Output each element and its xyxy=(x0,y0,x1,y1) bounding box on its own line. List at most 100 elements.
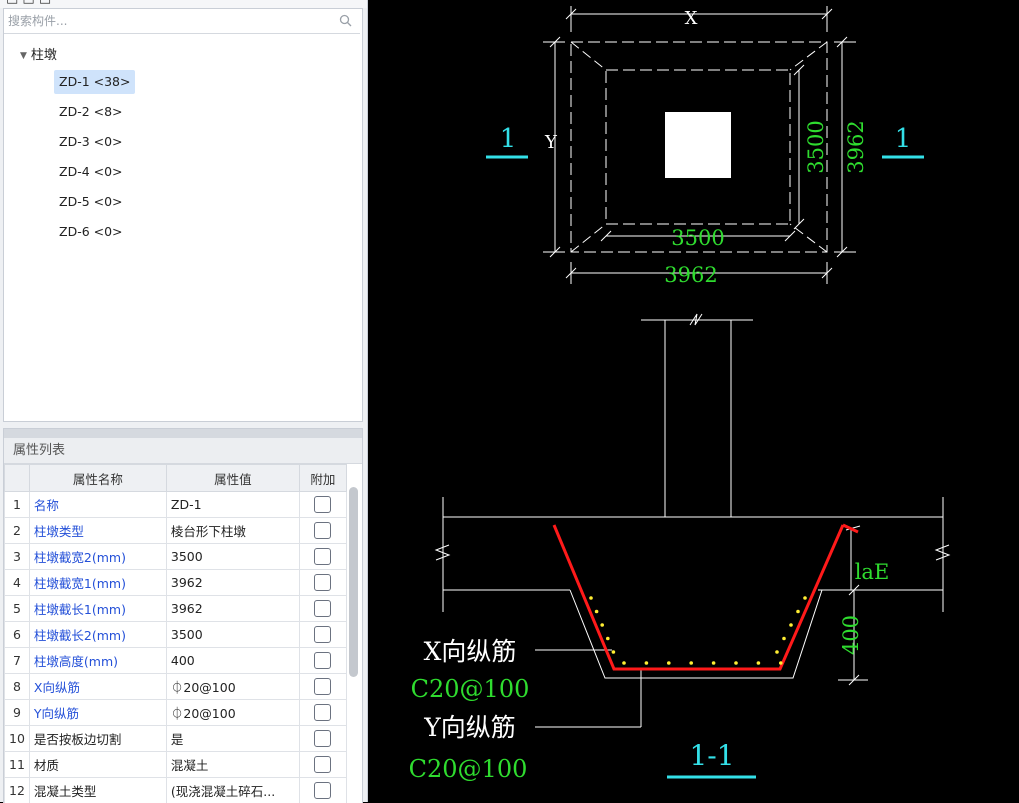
tree-item-zd3[interactable]: ZD-3 <0> xyxy=(54,130,128,154)
extra-checkbox[interactable] xyxy=(314,730,331,747)
row-number: 5 xyxy=(5,596,30,622)
extra-checkbox-cell[interactable] xyxy=(299,752,346,778)
property-value[interactable]: ⏀20@100 xyxy=(166,700,299,726)
search-icon[interactable] xyxy=(339,14,352,27)
tree-item-zd5[interactable]: ZD-5 <0> xyxy=(54,190,128,214)
row-number: 3 xyxy=(5,544,30,570)
extra-checkbox-cell[interactable] xyxy=(299,544,346,570)
toolbar-strip: □ □ □ xyxy=(0,0,367,8)
reinforcement-bar xyxy=(554,525,843,669)
property-name: 材质 xyxy=(29,752,166,778)
row-number: 11 xyxy=(5,752,30,778)
rebar-dot xyxy=(606,637,610,641)
property-name: 柱墩截宽1(mm) xyxy=(29,570,166,596)
property-scrollbar[interactable] xyxy=(349,487,358,677)
extra-checkbox[interactable] xyxy=(314,496,331,513)
rebar-dot xyxy=(803,596,807,600)
tree-item-zd6[interactable]: ZD-6 <0> xyxy=(54,220,128,244)
rebar-dot xyxy=(622,661,626,665)
extra-checkbox-cell[interactable] xyxy=(299,596,346,622)
extra-checkbox[interactable] xyxy=(314,522,331,539)
property-name: 柱墩截长1(mm) xyxy=(29,596,166,622)
extra-checkbox-cell[interactable] xyxy=(299,648,346,674)
extra-checkbox[interactable] xyxy=(314,704,331,721)
y-bar-label: Y向纵筋 xyxy=(423,713,516,742)
plan-column xyxy=(665,112,731,178)
plan-outer-width: 3962 xyxy=(664,263,717,287)
property-value[interactable]: 3962 xyxy=(166,570,299,596)
property-value[interactable]: (现浇混凝土碎石... xyxy=(166,778,299,803)
rebar-dot xyxy=(600,623,604,627)
extra-checkbox[interactable] xyxy=(314,600,331,617)
extra-checkbox-cell[interactable] xyxy=(299,700,346,726)
extra-checkbox-cell[interactable] xyxy=(299,570,346,596)
search-bar xyxy=(4,9,360,34)
section-mark-left: 1 xyxy=(500,124,517,154)
plan-outer-height: 3962 xyxy=(844,120,868,173)
x-bar-spec: C20@100 xyxy=(411,675,530,703)
row-number: 6 xyxy=(5,622,30,648)
extra-checkbox-cell[interactable] xyxy=(299,492,346,518)
property-value[interactable]: 3962 xyxy=(166,596,299,622)
extra-checkbox[interactable] xyxy=(314,574,331,591)
property-value[interactable]: 3500 xyxy=(166,622,299,648)
distribution-bar-dots xyxy=(589,596,807,665)
extra-checkbox[interactable] xyxy=(314,652,331,669)
drop-panel-outline xyxy=(570,590,822,678)
rebar-dot xyxy=(775,650,779,654)
tree-item-zd1[interactable]: ZD-1 <38> xyxy=(54,70,135,94)
extra-checkbox-cell[interactable] xyxy=(299,674,346,700)
rebar-dot xyxy=(589,596,593,600)
property-name: 柱墩截宽2(mm) xyxy=(29,544,166,570)
cad-canvas[interactable]: X Y 3500 3962 3500 3962 1 1 laE xyxy=(368,0,1019,802)
tree-item-zd2[interactable]: ZD-2 <8> xyxy=(54,100,128,124)
property-value[interactable]: 400 xyxy=(166,648,299,674)
plan-inner-width: 3500 xyxy=(671,226,724,250)
property-value[interactable]: ZD-1 xyxy=(166,492,299,518)
property-value[interactable]: 混凝土 xyxy=(166,752,299,778)
y-bar-spec: C20@100 xyxy=(409,755,528,783)
tree-root-label: 柱墩 xyxy=(31,48,57,63)
property-value[interactable]: 3500 xyxy=(166,544,299,570)
rebar-dot xyxy=(789,623,793,627)
extra-checkbox[interactable] xyxy=(314,548,331,565)
property-value[interactable]: 是 xyxy=(166,726,299,752)
extra-checkbox-cell[interactable] xyxy=(299,518,346,544)
search-input[interactable] xyxy=(6,11,330,31)
x-bar-label: X向纵筋 xyxy=(424,637,517,666)
extra-checkbox[interactable] xyxy=(314,626,331,643)
property-value[interactable]: ⏀20@100 xyxy=(166,674,299,700)
property-value[interactable]: 棱台形下柱墩 xyxy=(166,518,299,544)
tree-item-zd4[interactable]: ZD-4 <0> xyxy=(54,160,128,184)
extra-checkbox-cell[interactable] xyxy=(299,778,346,803)
extra-checkbox[interactable] xyxy=(314,782,331,799)
rebar-dot xyxy=(645,661,649,665)
extra-checkbox-cell[interactable] xyxy=(299,726,346,752)
row-number: 2 xyxy=(5,518,30,544)
tree-root-node[interactable]: ▼ 柱墩 xyxy=(20,44,57,63)
collapse-arrow-icon[interactable]: ▼ xyxy=(20,51,27,61)
extra-checkbox[interactable] xyxy=(314,678,331,695)
toolbar-cutoff: □ □ □ xyxy=(6,0,51,6)
property-name: 混凝土类型 xyxy=(29,778,166,803)
extra-checkbox[interactable] xyxy=(314,756,331,773)
extra-checkbox-cell[interactable] xyxy=(299,622,346,648)
panel-splitter[interactable] xyxy=(4,429,362,438)
component-tree-panel: ▼ 柱墩 ZD-1 <38> ZD-2 <8> ZD-3 <0> ZD-4 <0>… xyxy=(3,8,363,422)
rebar-dot xyxy=(595,610,599,614)
left-panel: □ □ □ ▼ 柱墩 ZD-1 <38> ZD-2 <8> ZD-3 <0> ZD… xyxy=(0,0,368,802)
